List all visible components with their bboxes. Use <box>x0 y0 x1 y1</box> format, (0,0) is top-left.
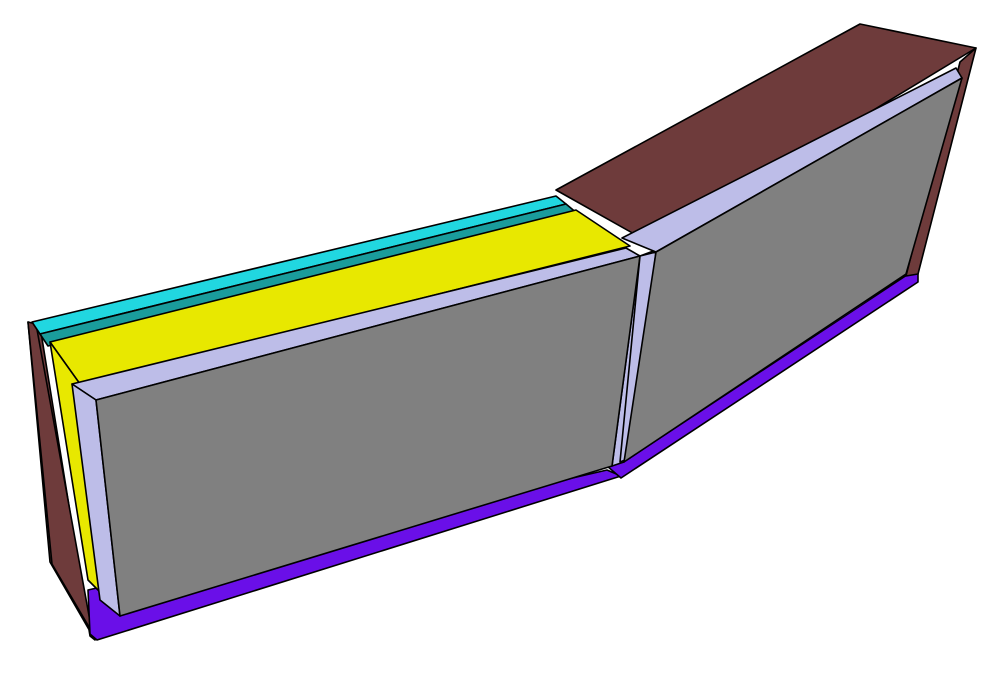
left-grey-panel <box>95 255 641 617</box>
right-block-bottom-edge <box>623 275 907 463</box>
right-grey-panel <box>623 77 963 463</box>
